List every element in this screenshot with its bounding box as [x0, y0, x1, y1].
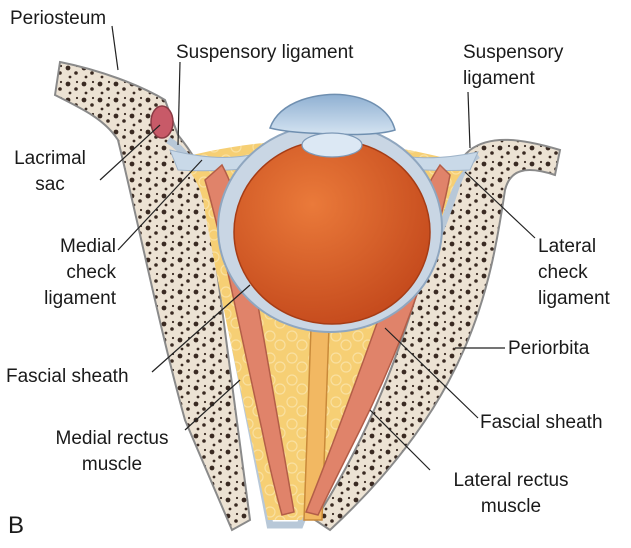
label-suspensory-right-line2: ligament: [463, 68, 535, 89]
leader-lacrimal: [99, 124, 161, 181]
lacrimal-sac: [150, 105, 174, 139]
label-suspensory-ligament-left: Suspensory ligament: [176, 42, 354, 63]
label-lateral-check-line3: ligament: [538, 288, 610, 309]
label-medial-check-line2: check: [66, 262, 116, 283]
label-lateral-rectus-line2: muscle: [480, 496, 542, 517]
leader-lateral-check: [464, 171, 536, 239]
eyeball: [233, 139, 431, 325]
label-medial-check-line3: ligament: [44, 288, 116, 309]
label-lacrimal-line1: Lacrimal: [14, 148, 86, 169]
label-medial-rectus-line1: Medial rectus: [55, 428, 169, 449]
label-periorbita: Periorbita: [508, 338, 590, 359]
label-lateral-check-line1: Lateral: [538, 236, 597, 257]
leader-lines: [99, 25, 536, 471]
label-lateral-check-line2: check: [538, 262, 588, 283]
label-suspensory-right-line1: Suspensory: [463, 42, 564, 63]
label-medial-rectus-line2: muscle: [81, 454, 143, 475]
leader-lateral-rectus: [369, 409, 431, 471]
leader-fascial-right: [384, 327, 479, 419]
leader-medial-check: [117, 159, 203, 251]
cornea: [269, 93, 396, 136]
leader-suspensory-left: [177, 61, 181, 146]
label-periosteum: Periosteum: [10, 8, 107, 29]
label-fascial-sheath-right: Fascial sheath: [480, 412, 603, 433]
label-fascial-sheath-left: Fascial sheath: [6, 366, 129, 387]
leader-medial-rectus: [184, 379, 241, 431]
leader-fascial-left: [151, 284, 251, 373]
lens: [301, 132, 363, 158]
label-medial-check-line1: Medial: [60, 236, 116, 257]
leader-suspensory-right: [467, 91, 471, 149]
leader-periosteum: [111, 25, 119, 71]
panel-letter: B: [8, 512, 25, 539]
label-lacrimal-line2: sac: [35, 174, 65, 195]
label-lateral-rectus-line1: Lateral rectus: [453, 470, 569, 491]
